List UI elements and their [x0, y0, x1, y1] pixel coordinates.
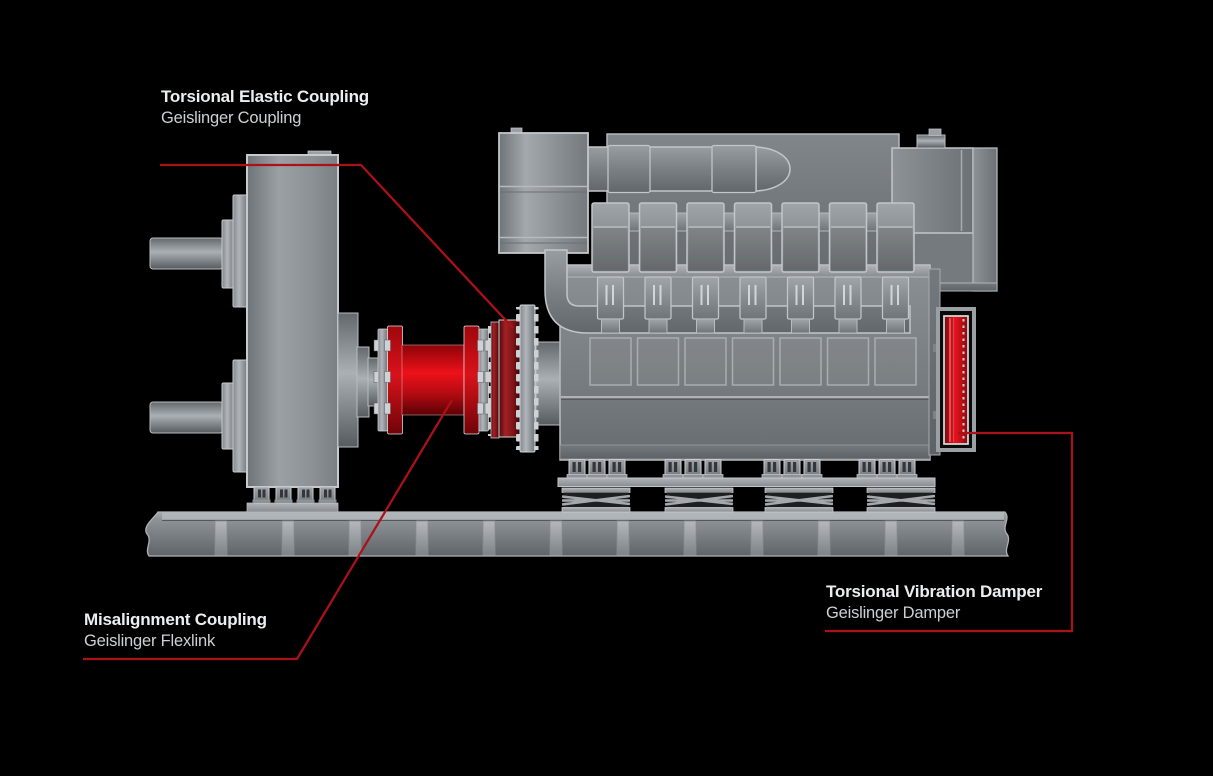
leader-line-misalignment-coupling — [83, 399, 453, 661]
label-torsional-elastic-coupling: Torsional Elastic Coupling Geislinger Co… — [161, 86, 369, 129]
label-torsional-vibration-damper: Torsional Vibration Damper Geislinger Da… — [826, 581, 1042, 624]
gearbox — [149, 150, 381, 513]
label-title: Torsional Elastic Coupling — [161, 87, 369, 106]
label-title: Torsional Vibration Damper — [826, 582, 1043, 601]
torsional-elastic-coupling — [488, 304, 561, 453]
label-title: Misalignment Coupling — [84, 610, 267, 629]
engine — [498, 127, 998, 487]
spring-mounts — [560, 486, 937, 514]
label-subtitle: Geislinger Flexlink — [84, 632, 215, 650]
label-subtitle: Geislinger Coupling — [161, 109, 302, 127]
leader-line-elastic-coupling — [160, 163, 514, 329]
misalignment-coupling-flexlink — [373, 325, 492, 435]
label-subtitle: Geislinger Damper — [826, 604, 961, 622]
base-frame — [145, 511, 1010, 557]
label-misalignment-coupling: Misalignment Coupling Geislinger Flexlin… — [84, 609, 267, 652]
torsional-vibration-damper — [933, 307, 976, 452]
leader-line-vibration-damper — [825, 431, 1074, 633]
